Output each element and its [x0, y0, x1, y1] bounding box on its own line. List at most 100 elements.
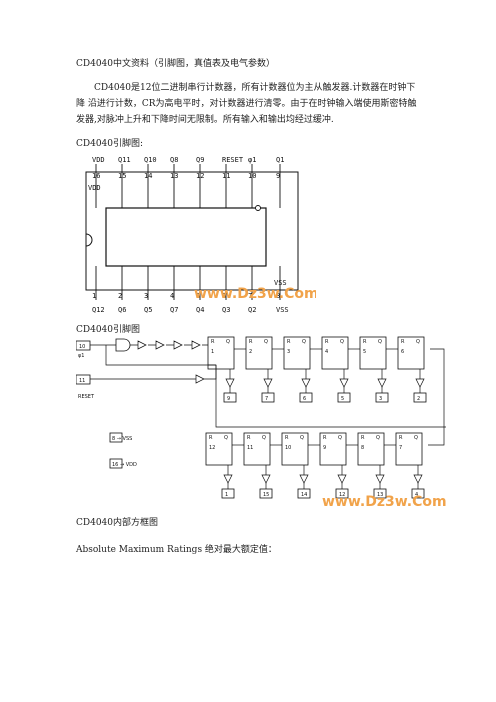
stage-number: 6	[401, 349, 404, 355]
watermark: www.Dz3w.Com	[194, 286, 316, 302]
pinout-caption: CD4040引脚图:	[76, 139, 144, 149]
flip-flop-stage	[357, 432, 385, 466]
stage-number: 10	[285, 445, 291, 451]
flip-flop-stage	[319, 432, 347, 466]
flip-flop-stage	[243, 432, 271, 466]
output-pin-box	[411, 488, 425, 499]
stage-number: 9	[323, 445, 326, 451]
top-pin-name: Q10	[144, 156, 157, 164]
stage-pin-label: R	[247, 435, 251, 441]
reset-pin-box	[76, 374, 91, 385]
output-pin-box	[413, 392, 427, 403]
output-pin-box	[221, 488, 235, 499]
vdd-note: 16 → VDD	[112, 462, 137, 468]
bottom-pin-number: 4	[170, 292, 174, 300]
stage-pin-label: Q	[340, 339, 344, 345]
stage-pin-label: R	[209, 435, 213, 441]
nand-gate	[115, 338, 131, 352]
output-pin-box	[223, 392, 237, 403]
flip-flop-stage	[245, 336, 273, 370]
bottom-pin-name: VSS	[276, 306, 289, 314]
bottom-pin-number: 8	[276, 292, 280, 300]
top-pin-name: Q11	[118, 156, 131, 164]
output-buffer	[301, 378, 311, 388]
stage-pin-label: R	[211, 339, 215, 345]
output-buffer	[415, 378, 425, 388]
stage-number: 4	[325, 349, 328, 355]
stage-pin-label: R	[399, 435, 403, 441]
bottom-pin-number: 7	[248, 292, 252, 300]
notch	[85, 233, 93, 247]
output-pin-box	[375, 392, 389, 403]
output-buffer	[337, 474, 347, 484]
stage-pin-label: R	[285, 435, 289, 441]
bottom-pin-name: Q6	[118, 306, 126, 314]
flip-flop-stage	[397, 336, 425, 370]
output-pin-number: 3	[379, 396, 382, 402]
pin-lines	[95, 164, 281, 300]
stage-pin-label: R	[323, 435, 327, 441]
output-buffer	[299, 474, 309, 484]
output-pin-number: 2	[417, 396, 420, 402]
output-pin-box	[337, 392, 351, 403]
bottom-pin-name: Q3	[222, 306, 230, 314]
pin-dot	[255, 205, 261, 211]
output-buffer	[263, 378, 273, 388]
stage-number: 5	[363, 349, 366, 355]
watermark-2: www.Dz3w.Com	[322, 494, 447, 510]
reset-pin-name: RESET	[78, 394, 95, 400]
flip-flop-stage	[281, 432, 309, 466]
doc-title: CD4040中文资料（引脚图，真值表及电气参数）	[76, 59, 276, 69]
chip-body	[105, 207, 267, 267]
vdd-pin-box	[109, 458, 123, 469]
output-pin-box	[261, 392, 275, 403]
bottom-pin-number: 1	[92, 292, 96, 300]
output-pin-box	[299, 392, 313, 403]
clock-pin-number: 10	[79, 344, 85, 350]
output-buffer	[339, 378, 349, 388]
vss-label: VSS	[274, 279, 287, 287]
flip-flop-stage	[395, 432, 423, 466]
vdd-label: VDD	[88, 184, 101, 192]
stage-pin-label: R	[363, 339, 367, 345]
figure-caption-block: CD4040内部方框图	[76, 518, 159, 528]
bottom-pin-name: Q2	[248, 306, 256, 314]
reset-pin-number: 11	[79, 378, 85, 384]
output-pin-number: 12	[339, 492, 345, 498]
flip-flop-stage	[283, 336, 311, 370]
clock-pin-box	[76, 340, 91, 351]
clock-pin-name: φ1	[78, 353, 84, 359]
stage-pin-label: Q	[338, 435, 342, 441]
output-buffer	[375, 474, 385, 484]
vss-note: 8 → VSS	[112, 436, 132, 442]
stage-pin-label: Q	[302, 339, 306, 345]
output-pin-number: 9	[227, 396, 230, 402]
stage-pin-label: Q	[378, 339, 382, 345]
pinout-diagram: VDD161Q12Q11152Q6Q10143Q5Q8134Q7Q9125Q4R…	[85, 156, 316, 314]
vss-pin-box	[109, 432, 123, 443]
stage-pin-label: Q	[376, 435, 380, 441]
output-pin-number: 1	[225, 492, 228, 498]
stage-pin-label: R	[361, 435, 365, 441]
bottom-pin-name: Q4	[196, 306, 204, 314]
figure-caption-pinout: CD4040引脚图	[76, 325, 141, 335]
stage-number: 3	[287, 349, 290, 355]
vdd-rail-frame	[85, 171, 299, 291]
output-pin-box	[297, 488, 311, 499]
output-pin-number: 6	[303, 396, 306, 402]
output-pin-number: 7	[265, 396, 268, 402]
output-buffer	[377, 378, 387, 388]
output-pin-box	[335, 488, 349, 499]
stage-pin-label: Q	[262, 435, 266, 441]
stage-number: 1	[211, 349, 214, 355]
stage-number: 2	[249, 349, 252, 355]
top-pin-name: Q9	[196, 156, 204, 164]
stage-pin-label: Q	[300, 435, 304, 441]
flip-flop-stage	[359, 336, 387, 370]
bottom-pin-number: 6	[222, 292, 226, 300]
output-pin-box	[373, 488, 387, 499]
flip-flop-stage	[321, 336, 349, 370]
